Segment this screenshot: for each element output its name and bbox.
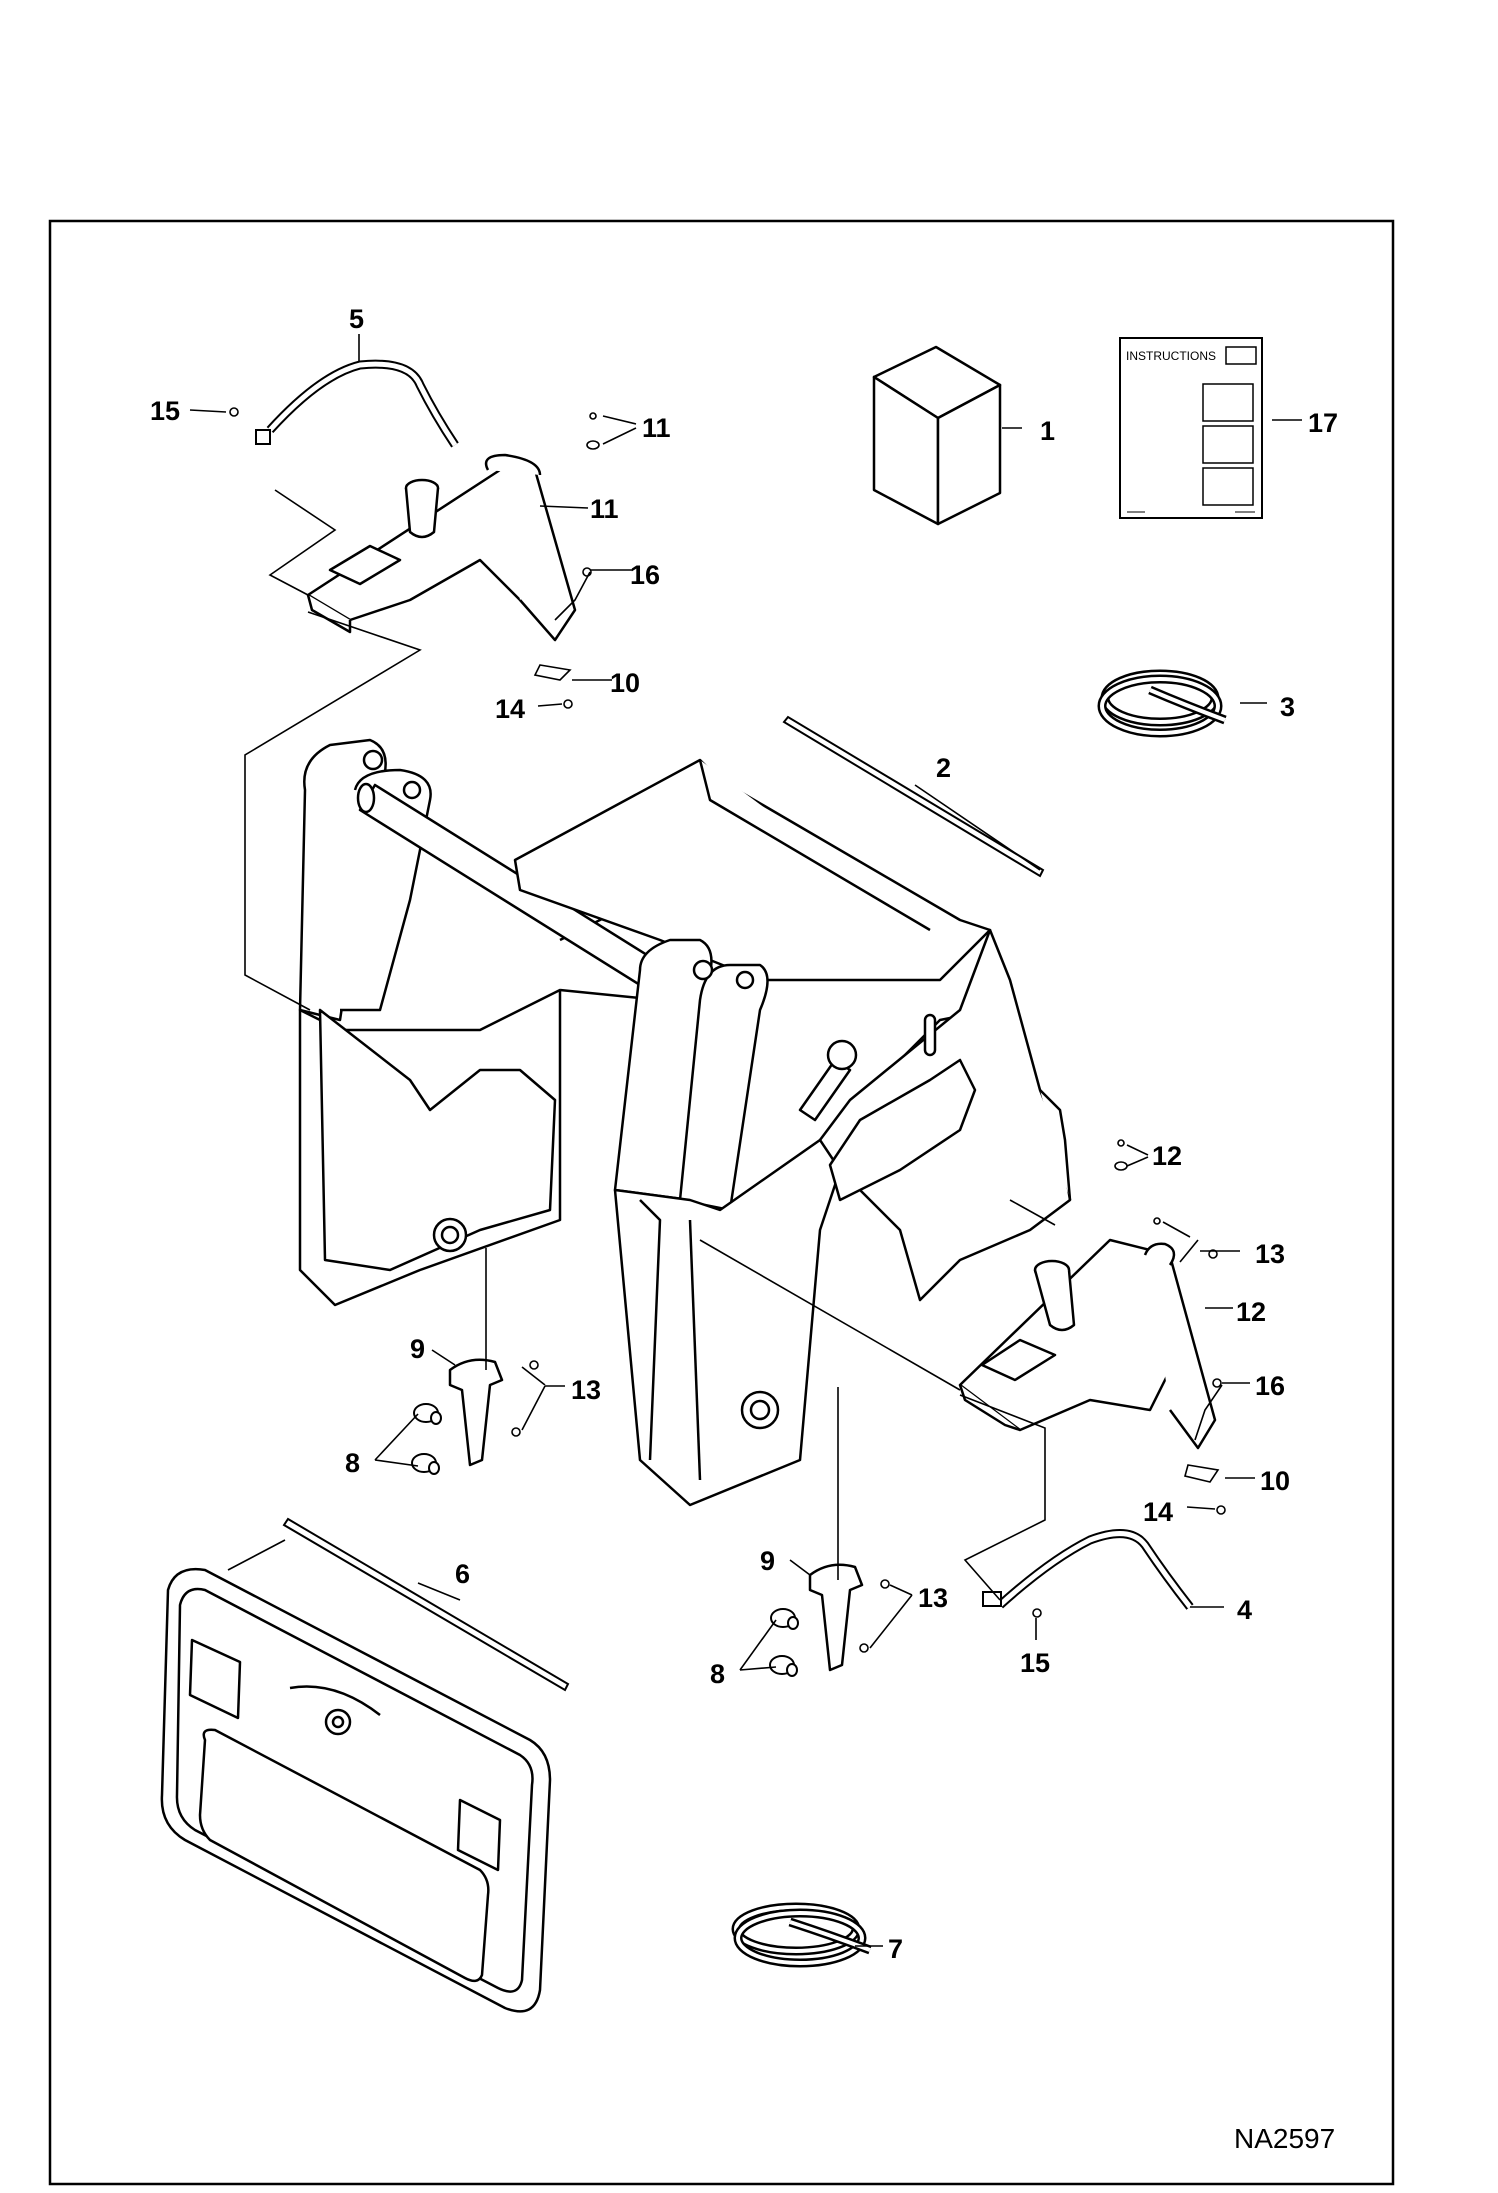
callout-10-right: 10 (1260, 1466, 1290, 1496)
part-5-hose (255, 359, 459, 448)
callout-3: 3 (1280, 692, 1295, 722)
part-3-coiled-seal (1097, 669, 1227, 738)
part-17-instructions-sheet: INSTRUCTIONS (1119, 337, 1263, 519)
callout-13-right: 13 (1255, 1239, 1285, 1269)
callout-8-left: 8 (345, 1448, 360, 1478)
part-4-hose (982, 1529, 1194, 1610)
instructions-title: INSTRUCTIONS (1126, 349, 1216, 363)
part-7-coiled-seal (731, 1902, 872, 1968)
part-6-strip (282, 1517, 570, 1692)
callout-numbers: 5 15 11 11 16 10 14 1 17 3 2 12 13 12 16… (150, 304, 1338, 1964)
callout-17: 17 (1308, 408, 1338, 438)
part-11-left-intake-assembly (306, 453, 577, 642)
part-8-left-latches (411, 1403, 442, 1475)
callout-14-right: 14 (1143, 1497, 1173, 1527)
part-8-right-latches (769, 1608, 799, 1677)
callout-15-left: 15 (150, 396, 180, 426)
callout-5: 5 (349, 304, 364, 334)
callout-1: 1 (1040, 416, 1055, 446)
part-2-strip (782, 715, 1045, 878)
callout-11-top: 11 (642, 413, 671, 443)
callout-11-left: 11 (590, 494, 619, 524)
main-frame-assembly (298, 738, 1072, 1507)
callout-16-left: 16 (630, 560, 660, 590)
callout-9-left: 9 (410, 1334, 425, 1364)
callout-4: 4 (1237, 1595, 1252, 1625)
callout-13-left: 13 (571, 1375, 601, 1405)
part-12-right-intake-assembly (958, 1238, 1217, 1450)
callout-10-left: 10 (610, 668, 640, 698)
callout-6: 6 (455, 1559, 470, 1589)
part-6-door-panel (160, 1567, 552, 2013)
callout-14-left: 14 (495, 694, 525, 724)
callout-8-right: 8 (710, 1659, 725, 1689)
part-9-right-strap (808, 1563, 864, 1672)
callout-15-right: 15 (1020, 1648, 1050, 1678)
callout-13-bottom: 13 (918, 1583, 948, 1613)
small-hardware (229, 407, 1226, 1653)
callout-7: 7 (888, 1934, 903, 1964)
callout-16-right: 16 (1255, 1371, 1285, 1401)
part-9-left-strap (448, 1358, 504, 1467)
callout-12-right: 12 (1236, 1297, 1266, 1327)
part-1-box (872, 345, 1002, 526)
callout-12-top: 12 (1152, 1141, 1182, 1171)
diagram-frame (48, 219, 1395, 2186)
callout-2: 2 (936, 753, 951, 783)
drawing-id: NA2597 (1234, 2123, 1335, 2154)
callout-9-right: 9 (760, 1546, 775, 1576)
leader-lines (189, 334, 1302, 1947)
